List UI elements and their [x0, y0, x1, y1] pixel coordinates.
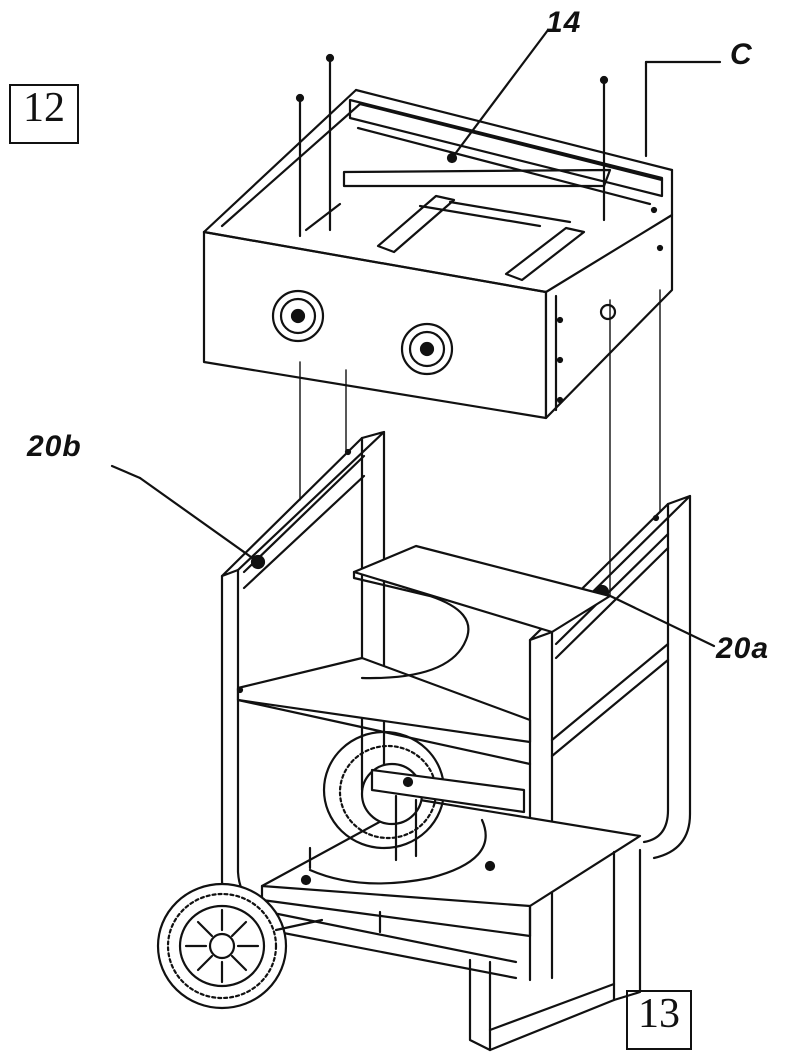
- callout-20a: 20a: [716, 632, 770, 665]
- cart-frame: [220, 430, 692, 1052]
- control-panel-box: [202, 88, 674, 420]
- front-wheel: [156, 882, 324, 1010]
- step-number-12: 12: [9, 84, 79, 144]
- callout-20b: 20b: [27, 430, 82, 463]
- screws: [295, 53, 722, 238]
- callout-c: C: [730, 38, 753, 71]
- rear-wheel: [322, 730, 526, 862]
- alignment-lines: [299, 289, 661, 597]
- callout-14: 14: [546, 6, 582, 39]
- step-number-13: 13: [626, 990, 692, 1050]
- leader-lines: [110, 28, 716, 648]
